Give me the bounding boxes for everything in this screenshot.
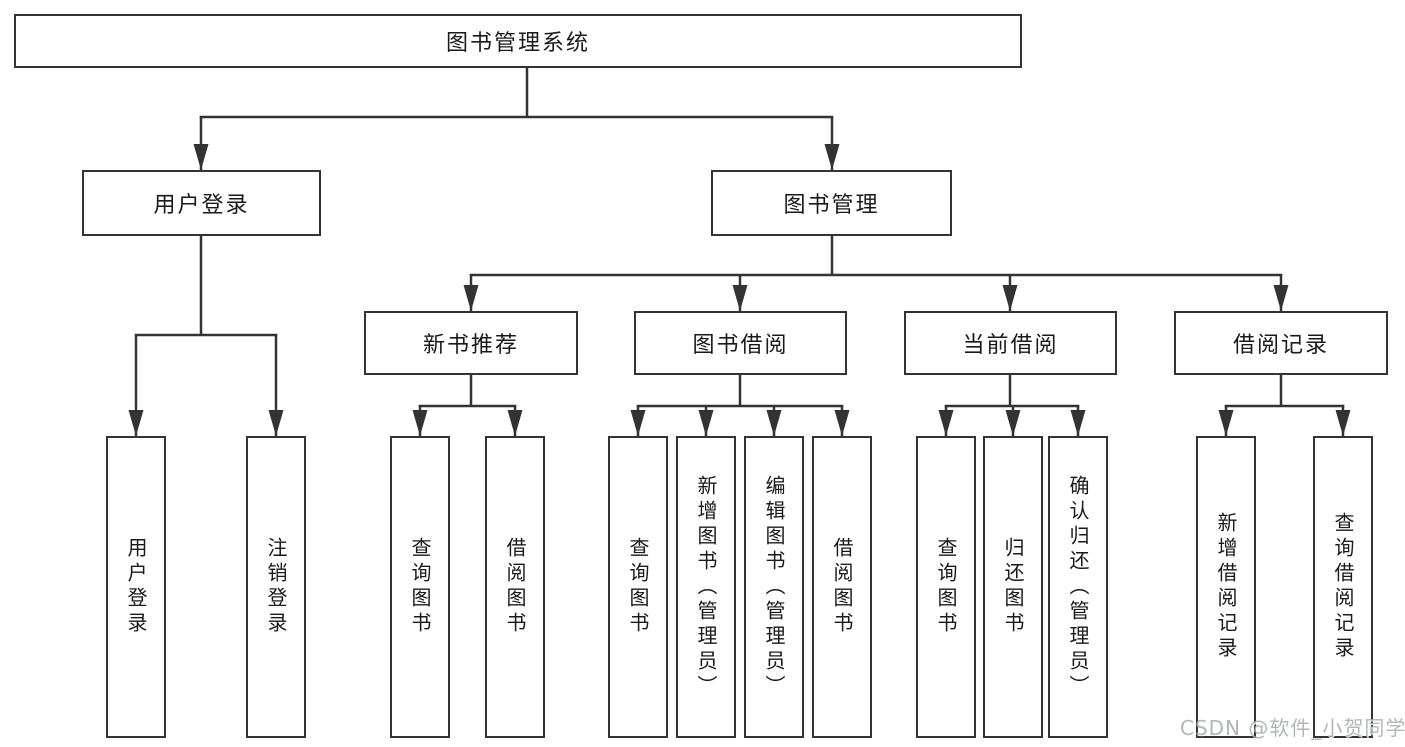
- leaf-borrow-books-newrec-label: 借阅图书: [503, 537, 527, 637]
- leaf-query-books-current: 查询图书: [916, 436, 976, 738]
- leaf-user-login: 用户登录: [106, 436, 166, 738]
- node-book-management-label: 图书管理: [783, 193, 880, 218]
- node-root: 图书管理系统: [14, 14, 1022, 68]
- leaf-query-borrow-record: 查询借阅记录: [1313, 436, 1373, 738]
- leaf-borrow-books-borrow-label: 借阅图书: [830, 537, 854, 637]
- leaf-query-books-borrow-label: 查询图书: [626, 537, 650, 637]
- leaf-user-login-label: 用户登录: [124, 537, 148, 637]
- leaf-query-books-newrec-label: 查询图书: [408, 537, 432, 637]
- leaf-add-borrow-record: 新增借阅记录: [1196, 436, 1256, 738]
- watermark: CSDN @软件_小贺同学: [1180, 716, 1405, 740]
- node-user-login-label: 用户登录: [153, 193, 250, 218]
- leaf-confirm-return-admin: 确认归还（管理员）: [1048, 436, 1108, 738]
- leaf-add-book-admin: 新增图书（管理员）: [676, 436, 736, 738]
- node-new-book-recommend: 新书推荐: [364, 311, 578, 375]
- node-book-borrow-label: 图书借阅: [692, 333, 789, 358]
- leaf-borrow-books-newrec: 借阅图书: [485, 436, 545, 738]
- node-book-borrow: 图书借阅: [634, 311, 847, 375]
- leaf-edit-book-admin: 编辑图书（管理员）: [744, 436, 804, 738]
- node-current-borrow-label: 当前借阅: [962, 333, 1059, 358]
- leaf-borrow-books-borrow: 借阅图书: [812, 436, 872, 738]
- leaf-logout-label: 注销登录: [264, 537, 288, 637]
- node-new-book-recommend-label: 新书推荐: [422, 333, 519, 358]
- leaf-query-borrow-record-label: 查询借阅记录: [1331, 512, 1355, 662]
- leaf-query-books-current-label: 查询图书: [934, 537, 958, 637]
- leaf-edit-book-admin-label: 编辑图书（管理员）: [762, 474, 786, 700]
- node-book-management: 图书管理: [711, 170, 952, 236]
- leaf-add-book-admin-label: 新增图书（管理员）: [694, 474, 718, 700]
- leaf-query-books-borrow: 查询图书: [608, 436, 668, 738]
- node-borrow-records: 借阅记录: [1174, 311, 1388, 375]
- leaf-query-books-newrec: 查询图书: [390, 436, 450, 738]
- leaf-add-borrow-record-label: 新增借阅记录: [1214, 512, 1238, 662]
- leaf-logout: 注销登录: [246, 436, 306, 738]
- node-root-label: 图书管理系统: [445, 31, 590, 56]
- leaf-confirm-return-admin-label: 确认归还（管理员）: [1066, 474, 1090, 700]
- node-user-login: 用户登录: [82, 170, 321, 236]
- leaf-return-books-label: 归还图书: [1001, 537, 1025, 637]
- node-current-borrow: 当前借阅: [904, 311, 1117, 375]
- node-borrow-records-label: 借阅记录: [1232, 333, 1329, 358]
- leaf-return-books: 归还图书: [983, 436, 1043, 738]
